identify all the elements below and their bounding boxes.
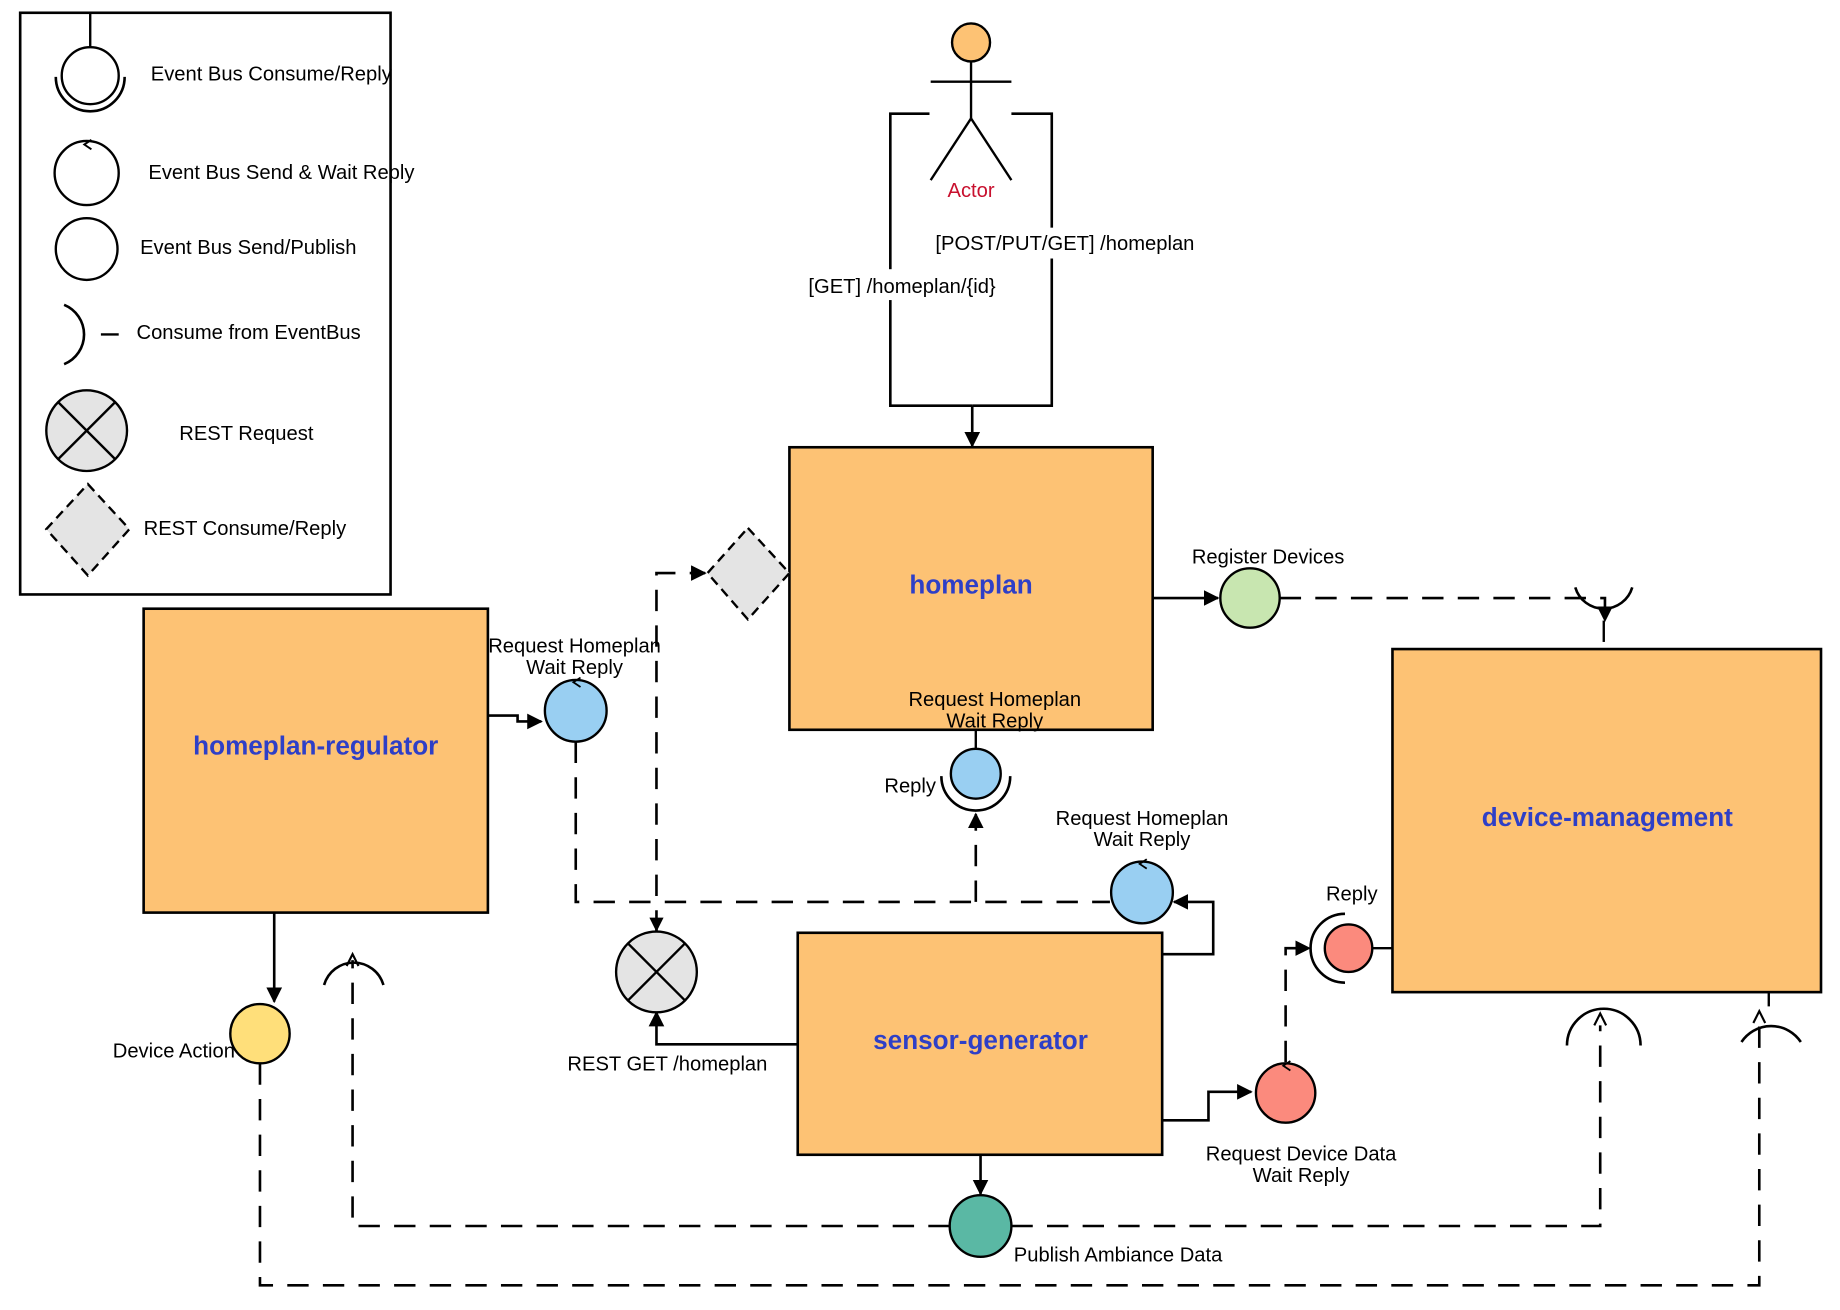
- homeplan-rest-consume-reply-icon: [705, 526, 792, 622]
- request-device-data-label-2: Wait Reply: [1253, 1165, 1351, 1187]
- sensor-generator-title: sensor-generator: [873, 1025, 1088, 1055]
- legend-label-rest-request: REST Request: [179, 423, 314, 445]
- homeplan-consume-reply-icon: [940, 747, 1012, 812]
- regulator-request-homeplan-label-1: Request Homeplan: [488, 636, 661, 658]
- device-management-reply-label: Reply: [1326, 884, 1378, 906]
- device-management-service: device-management: [1391, 647, 1823, 994]
- device-management-consume-icon: [1574, 586, 1634, 642]
- get-homeplan-id-label: [GET] /homeplan/{id}: [808, 276, 996, 298]
- get-homeplan-id-connector: [889, 112, 973, 408]
- device-management-action-consume-icon: [1740, 992, 1802, 1043]
- device-management-ambiance-consume-icon: [1565, 1007, 1642, 1046]
- rest-request-dashed-connector: [655, 565, 707, 932]
- request-device-data-icon: [1254, 1060, 1317, 1124]
- register-devices-label: Register Devices: [1192, 547, 1344, 569]
- regulator-request-homeplan-label-2: Wait Reply: [526, 657, 624, 679]
- request-device-data-arrow: [1162, 1084, 1253, 1122]
- publish-ambiance-label: Publish Ambiance Data: [1014, 1245, 1223, 1267]
- rest-get-homeplan-arrow: [648, 1010, 798, 1046]
- rest-get-homeplan-label: REST GET /homeplan: [567, 1053, 767, 1075]
- legend-label-send-publish: Event Bus Send/Publish: [140, 237, 356, 259]
- homeplan-request-label-1: Request Homeplan: [908, 689, 1081, 711]
- device-action-publish-icon: [229, 1002, 291, 1065]
- rest-request-icon: [45, 389, 129, 473]
- legend-label-send-wait-reply: Event Bus Send & Wait Reply: [148, 162, 415, 184]
- legend-label-rest-consume-reply: REST Consume/Reply: [144, 518, 347, 540]
- actor-label: Actor: [947, 180, 994, 202]
- publish-ambiance-icon: [948, 1193, 1013, 1259]
- sensor-request-homeplan-arrow: [1162, 894, 1215, 956]
- rest-consume-reply-icon: [44, 482, 131, 578]
- consume-icon: [63, 303, 119, 366]
- post-put-get-homeplan-connector: [972, 112, 1054, 408]
- actor: Actor: [929, 22, 1013, 202]
- send-wait-reply-icon: [53, 139, 120, 207]
- publish-ambiance-to-regulator-connector: [351, 960, 950, 1228]
- device-action-dashed-connector: [258, 1024, 1761, 1287]
- homeplan-title: homeplan: [909, 569, 1032, 599]
- device-management-title: device-management: [1482, 802, 1733, 832]
- register-devices-publish-icon: [1219, 567, 1281, 629]
- actor-head-icon: [950, 22, 992, 63]
- homeplan-request-label-2: Wait Reply: [946, 710, 1044, 732]
- regulator-request-dashed-connector: [574, 741, 1110, 904]
- consume-reply-icon: [54, 13, 126, 113]
- sensor-generator-service: sensor-generator: [796, 931, 1164, 1157]
- homeplan-regulator-service: homeplan-regulator: [142, 607, 490, 914]
- regulator-request-arrow: [487, 713, 543, 730]
- request-device-data-label-1: Request Device Data: [1206, 1144, 1397, 1166]
- rest-request-icon: [614, 930, 699, 1014]
- register-devices-dashed-connector: [1279, 596, 1613, 623]
- sensor-request-homeplan-label-1: Request Homeplan: [1056, 808, 1229, 830]
- sensor-request-homeplan-label-2: Wait Reply: [1094, 829, 1192, 851]
- legend-label-consume: Consume from EventBus: [137, 322, 361, 344]
- sensor-request-homeplan-icon: [1109, 858, 1175, 925]
- regulator-ambiance-consume-icon: [322, 951, 385, 986]
- homeplan-reply-label: Reply: [884, 776, 936, 798]
- homeplan-service: homeplan: [788, 445, 1154, 732]
- legend-label-consume-reply: Event Bus Consume/Reply: [151, 63, 393, 85]
- legend: Event Bus Consume/Reply Event Bus Send &…: [18, 11, 415, 596]
- regulator-request-homeplan-icon: [543, 676, 608, 743]
- publish-ambiance-to-device-management-connector: [1011, 1025, 1602, 1228]
- post-put-get-homeplan-label: [POST/PUT/GET] /homeplan: [935, 233, 1194, 255]
- request-device-data-dashed-connector: [1284, 940, 1311, 1063]
- send-publish-icon: [54, 216, 119, 282]
- device-action-label: Device Action: [113, 1040, 235, 1062]
- device-management-consume-reply-icon: [1309, 912, 1393, 984]
- homeplan-regulator-title: homeplan-regulator: [193, 731, 438, 761]
